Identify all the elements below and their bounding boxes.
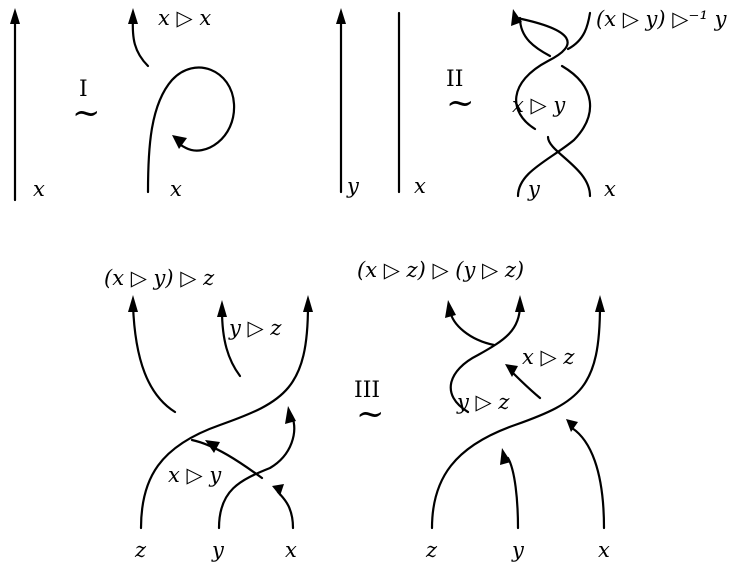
move2-numeral: II <box>446 67 463 92</box>
move3-left-strand-x-top <box>131 303 177 414</box>
move3-left-strand-z <box>139 303 310 530</box>
move2-right-top-label: (x ▷ y) ▷⁻¹ y <box>596 7 728 31</box>
arrow-up-icon <box>217 300 227 317</box>
move2-right-middle-label: x ▷ y <box>512 93 566 117</box>
move3-left-top-label: (x ▷ y) ▷ z <box>104 266 215 290</box>
move2-left-bottom-label-2: x <box>414 174 426 198</box>
move2-equivalence-tilde: ~ <box>446 83 475 123</box>
arrow-up-icon <box>336 8 346 24</box>
move3-right-bottom-label-z: z <box>425 538 438 562</box>
move2-strand-b-top <box>518 16 552 58</box>
move3-right-strand-x-low <box>570 426 606 530</box>
move3-left-inner-label-1: y ▷ z <box>228 316 282 340</box>
arrow-up-icon <box>566 419 578 432</box>
move3-right-strand-z <box>430 303 602 530</box>
move1-equivalence-tilde: ~ <box>72 93 101 133</box>
move3-right-strand-x-mid <box>510 370 542 400</box>
move3-left-strand-y-low <box>217 414 296 530</box>
move3-left-bottom-label-x: x <box>285 538 297 562</box>
move3-right-top-label: (x ▷ z) ▷ (y ▷ z) <box>357 258 524 282</box>
move3-left-bottom-label-z: z <box>134 538 147 562</box>
arrow-loop-icon <box>172 135 187 149</box>
move3-equivalence-tilde: ~ <box>356 394 385 434</box>
move1-left-bottom-label: x <box>33 177 45 201</box>
move-1: x I ~ x ▷ x x <box>10 6 236 202</box>
move1-right-top-label: x ▷ x <box>158 6 211 30</box>
move3-right-bottom-label-x: x <box>598 538 610 562</box>
move3-left-bottom-label-y: y <box>211 538 225 562</box>
move3-right-strand-y-low <box>506 456 520 530</box>
move2-strand-a-mid <box>515 16 569 131</box>
arrow-up-icon <box>205 440 220 453</box>
move2-right-bottom-label-1: y <box>527 177 541 201</box>
move2-strand-c-top <box>566 11 592 51</box>
move1-right-bottom-label: x <box>170 177 182 201</box>
move3-left-strand-y-top <box>220 308 242 378</box>
arrow-up-icon <box>505 364 518 377</box>
move2-right-bottom-label-2: x <box>604 177 616 201</box>
arrow-up-icon <box>128 295 138 312</box>
move2-left-bottom-label-1: y <box>346 174 360 198</box>
arrow-up-icon <box>500 448 511 465</box>
arrow-up-icon <box>128 8 138 24</box>
arrow-up-icon <box>515 295 525 312</box>
arrow-up-icon <box>10 8 20 24</box>
arrow-up-icon <box>445 300 456 318</box>
move2-strand-b <box>516 64 592 198</box>
move2-strand-a <box>546 135 592 198</box>
move1-loop-strand <box>146 66 236 194</box>
arrow-up-icon <box>285 406 296 424</box>
move3-right-strand-y-top <box>449 303 522 414</box>
move3-right-strand-x-top <box>448 308 496 347</box>
arrow-up-icon <box>595 295 605 312</box>
move3-right-bottom-label-y: y <box>511 538 525 562</box>
move-3: (x ▷ y) ▷ z y ▷ z x ▷ y z y x III ~ (x ▷… <box>104 258 610 562</box>
move3-right-inner-label-1: x ▷ z <box>522 345 575 369</box>
move3-left-strand-x-low <box>276 490 295 530</box>
arrow-up-icon <box>272 484 284 496</box>
move3-left-inner-label-2: x ▷ y <box>168 463 222 487</box>
move1-numeral: I <box>79 77 88 102</box>
move-2: y x II ~ (x ▷ y) ▷⁻¹ y x ▷ y y x <box>336 7 728 201</box>
move1-top-strand <box>131 16 150 68</box>
arrow-up-icon <box>303 295 313 312</box>
move3-numeral: III <box>354 378 380 403</box>
move3-right-inner-label-2: y ▷ z <box>456 390 510 414</box>
